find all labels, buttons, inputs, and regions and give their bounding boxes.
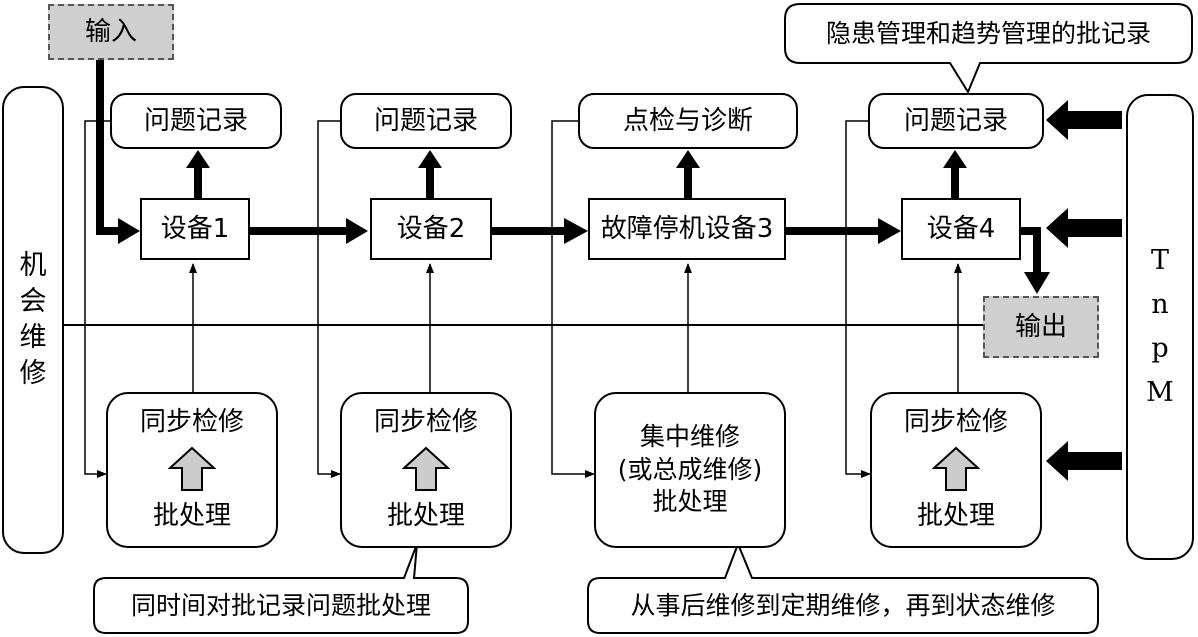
opportunity-maintenance-bar: 机 会 维 修 [2, 86, 64, 554]
left-bar-char: 机 [19, 250, 47, 281]
callout-left-bubble [93, 543, 469, 634]
feedback-line-4 [845, 120, 871, 478]
flow-arrowhead-2-3 [564, 218, 588, 244]
problem-record-box-4: 问题记录 [868, 93, 1044, 149]
callout-top-bubble [784, 3, 1193, 95]
tnpm-arrow-body-2 [1066, 219, 1122, 237]
output-path [1021, 227, 1041, 276]
left-bar-char: 会 [19, 286, 47, 317]
problem-record-box-2: 问题记录 [340, 93, 512, 149]
batch-process-label: 批处理 [386, 500, 465, 531]
output-box: 输出 [983, 296, 1099, 358]
tnpm-arrowhead-2 [1046, 208, 1068, 248]
flow-arrowhead-3-4 [878, 218, 901, 244]
feedback-line-3 [551, 120, 595, 478]
batch-up-arrow-icon [932, 446, 980, 491]
sync-maintenance-title: 同步检修 [373, 407, 478, 437]
sync-maintenance-title: 同步检修 [903, 407, 1008, 437]
inspection-diagnosis-box: 点检与诊断 [578, 93, 798, 149]
batch-up-arrow-icon [402, 446, 450, 491]
right-bar-char: n [1151, 289, 1169, 320]
left-bar-char: 修 [19, 358, 47, 389]
record-arrowhead-4 [943, 150, 967, 168]
device-2-box: 设备2 [370, 198, 492, 260]
callout-left-text: 同时间对批记录问题批处理 [130, 590, 431, 620]
device-4-box: 设备4 [901, 198, 1021, 260]
device-1-box: 设备1 [140, 198, 250, 260]
right-bar-char: p [1151, 333, 1169, 364]
batch-process-label: 批处理 [916, 500, 995, 531]
tnpm-arrow-body-3 [1066, 452, 1122, 470]
tnpm-arrowhead-1 [1046, 100, 1068, 140]
sync-maintenance-title: 同步检修 [139, 407, 244, 437]
tnpm-bar: T n p M [1126, 94, 1194, 560]
record-arrowhead-3 [676, 150, 700, 168]
centralized-line-1: 集中维修 [639, 422, 740, 452]
problem-record-box-1: 问题记录 [110, 93, 282, 149]
callout-right-bubble [587, 541, 1099, 634]
flow-arrowhead-1-2 [346, 218, 368, 244]
tnpm-arrowhead-3 [1046, 441, 1068, 481]
input-box: 输入 [48, 4, 174, 60]
output-arrowhead [1024, 272, 1050, 294]
feedback-line-2 [317, 120, 341, 478]
callout-top-text: 隐患管理和趋势管理的批记录 [825, 18, 1151, 48]
record-arrowhead-1 [186, 150, 210, 168]
right-bar-char: T [1150, 245, 1169, 276]
right-bar-char: M [1146, 377, 1174, 408]
sync-maintenance-box-4: 同步检修 批处理 [870, 392, 1042, 548]
sync-maintenance-box-2: 同步检修 批处理 [340, 392, 512, 548]
centralized-maintenance-box: 集中维修 (或总成维修) 批处理 [594, 392, 786, 548]
batch-up-arrow-icon [168, 446, 216, 491]
tnpm-arrow-body-1 [1066, 111, 1122, 129]
callout-right-text: 从事后维修到定期维修，再到状态维修 [630, 590, 1056, 620]
centralized-line-2: (或总成维修) [617, 454, 763, 484]
batch-process-label: 批处理 [152, 500, 231, 531]
record-arrowhead-2 [418, 150, 442, 168]
input-path [96, 60, 122, 235]
left-bar-char: 维 [19, 322, 47, 353]
input-arrowhead [118, 218, 140, 244]
centralized-line-3: 批处理 [652, 487, 728, 517]
device-3-box: 故障停机设备3 [588, 198, 786, 260]
sync-maintenance-box-1: 同步检修 批处理 [106, 392, 278, 548]
